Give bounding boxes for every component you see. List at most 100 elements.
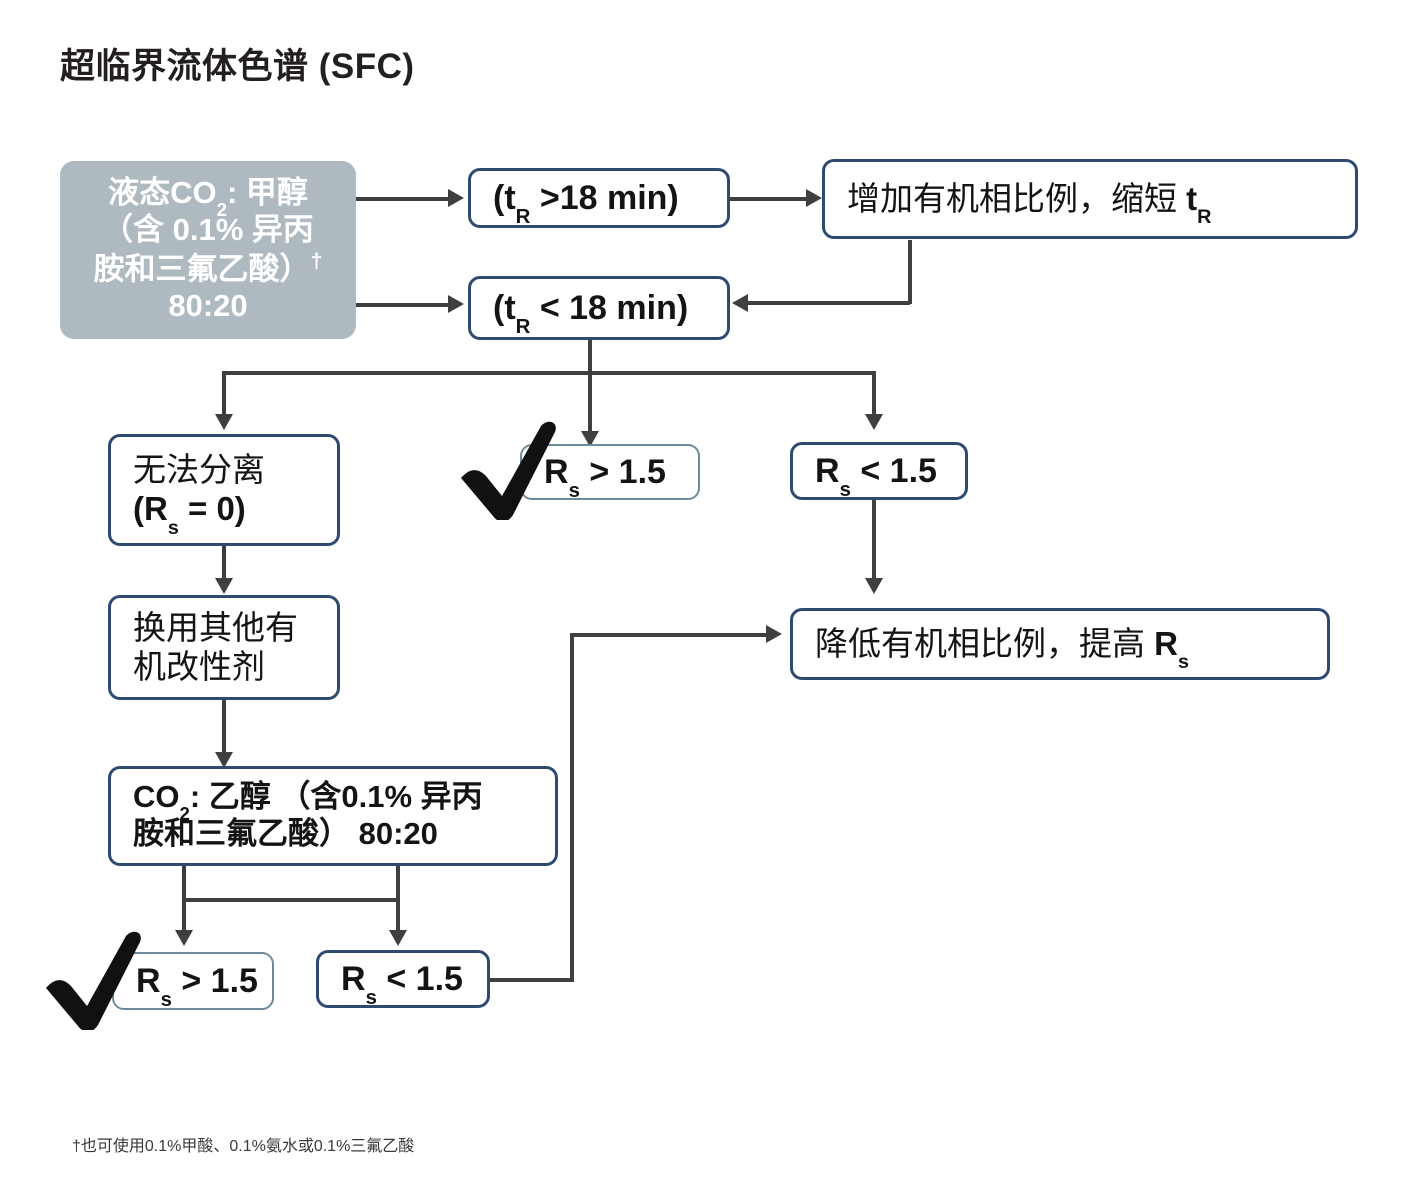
- start-line1-pre: 液态CO: [108, 175, 217, 211]
- rs-lt-bottom-sub: s: [365, 986, 377, 1009]
- connector-trgt-to-increase: [730, 197, 808, 201]
- arrowhead-switch-to-co2: [215, 752, 233, 768]
- start-line2: （含 0.1% 异丙: [102, 211, 314, 247]
- no-separation-line1: 无法分离: [133, 451, 265, 489]
- rs-gt-bottom-pre: R: [136, 961, 161, 1000]
- increase-organic-sub: R: [1197, 206, 1212, 229]
- tr-lt-sub: R: [515, 315, 531, 338]
- rs-lt-mid-text: Rs < 1.5: [815, 451, 965, 500]
- tr-gt-post: >18 min): [530, 178, 679, 217]
- tr-gt-pre: (t: [493, 178, 516, 217]
- arrowhead-nosep-to-switch: [215, 578, 233, 594]
- arrowhead-rslt-mid-to-decrease: [865, 578, 883, 594]
- rs-lt-mid-sub: s: [839, 478, 851, 501]
- tr-gt-sub: R: [515, 205, 531, 228]
- connector-bus-right-drop: [872, 371, 876, 416]
- arrowhead-increase-to-trlt: [732, 294, 748, 312]
- connector-bus-mid-drop: [588, 371, 592, 433]
- co2-ethanol-line2: 胺和三氟乙酸） 80:20: [133, 816, 438, 851]
- rs-lt-mid-post: < 1.5: [850, 451, 937, 490]
- switch-modifier-text: 换用其他有 机改性剂: [133, 609, 337, 687]
- start-line4-ratio: 80:20: [168, 288, 248, 324]
- rs-lt-bottom-text: Rs < 1.5: [341, 959, 487, 1008]
- rs-lt-bottom-pre: R: [341, 959, 366, 998]
- rs-gt-bottom-text: Rs > 1.5: [136, 961, 272, 1010]
- switch-modifier-line2: 机改性剂: [133, 647, 265, 685]
- no-separation-line2-post: = 0): [178, 490, 246, 527]
- connector-bottom-left-drop: [182, 898, 186, 934]
- check-mark-icon-mid: [461, 421, 556, 520]
- start-dagger-marker: †: [310, 248, 323, 274]
- rs-lt-mid-pre: R: [815, 451, 840, 490]
- rs-lt-bottom-post: < 1.5: [376, 959, 463, 998]
- arrowhead-to-rs-gt-bottom: [175, 930, 193, 946]
- connector-switch-to-co2: [222, 699, 226, 757]
- check-mark-icon-bottom: [46, 931, 141, 1030]
- arrowhead-trgt-to-increase: [806, 189, 822, 207]
- start-box-text: 液态CO2: 甲醇 （含 0.1% 异丙 胺和三氟乙酸）† 80:20: [60, 175, 356, 325]
- tr-lt-text: (tR < 18 min): [493, 288, 727, 337]
- tr-lt-pre: (t: [493, 288, 516, 327]
- increase-organic-pre: 增加有机相比例，缩短: [847, 179, 1187, 217]
- node-start-mobile-phase[interactable]: 液态CO2: 甲醇 （含 0.1% 异丙 胺和三氟乙酸）† 80:20: [60, 161, 356, 339]
- co2-ethanol-line1-sub: 2: [179, 803, 190, 825]
- connector-start-to-tr-lt: [356, 303, 450, 307]
- increase-organic-bold: t: [1186, 179, 1198, 217]
- connector-bottom-right-drop: [396, 866, 400, 934]
- co2-ethanol-line1-pre: CO: [133, 779, 180, 815]
- node-increase-organic-ratio[interactable]: 增加有机相比例，缩短 tR: [822, 159, 1358, 239]
- node-rs-less-bottom[interactable]: Rs < 1.5: [316, 950, 490, 1008]
- start-line1-post: : 甲醇: [226, 175, 308, 211]
- co2-ethanol-text: CO2: 乙醇 （含0.1% 异丙 胺和三氟乙酸） 80:20: [133, 779, 555, 852]
- rs-gt-bottom-post: > 1.5: [171, 961, 258, 1000]
- co2-ethanol-line1-post: : 乙醇 （含0.1% 异丙: [189, 779, 483, 815]
- rs-gt-bottom-sub: s: [160, 988, 172, 1011]
- node-rs-less-mid[interactable]: Rs < 1.5: [790, 442, 968, 500]
- no-separation-line2-pre: (R: [133, 490, 168, 527]
- arrowhead-to-decrease-left: [766, 625, 782, 643]
- rs-gt-mid-sub: s: [568, 479, 580, 502]
- node-tr-greater-18[interactable]: (tR >18 min): [468, 168, 730, 228]
- arrowhead-start-to-tr-lt: [448, 295, 464, 313]
- decrease-organic-pre: 降低有机相比例，提高: [815, 624, 1155, 662]
- arrowhead-bus-to-no-separation: [215, 414, 233, 430]
- switch-modifier-line1: 换用其他有: [133, 608, 298, 646]
- arrowhead-bus-to-rs-gt-mid: [581, 431, 599, 447]
- connector-co2-left-drop-top: [182, 866, 186, 900]
- rs-gt-mid-pre: R: [544, 452, 569, 491]
- start-line1-sub: 2: [216, 198, 227, 220]
- increase-organic-text: 增加有机相比例，缩短 tR: [847, 179, 1355, 227]
- connector-nosep-to-switch: [222, 545, 226, 583]
- node-switch-modifier[interactable]: 换用其他有 机改性剂: [108, 595, 340, 700]
- rs-gt-mid-post: > 1.5: [579, 452, 666, 491]
- node-rs-greater-bottom[interactable]: Rs > 1.5: [112, 952, 274, 1010]
- page-title: 超临界流体色谱 (SFC): [60, 47, 415, 86]
- decrease-organic-sub: s: [1178, 651, 1190, 674]
- node-rs-greater-mid[interactable]: Rs > 1.5: [520, 444, 700, 501]
- connector-rslt-bottom-up: [570, 633, 574, 982]
- footnote-text: †也可使用0.1%甲酸、0.1%氨水或0.1%三氟乙酸: [72, 1138, 415, 1155]
- connector-trlt-stub: [588, 340, 592, 374]
- connector-branch-bus: [222, 371, 874, 375]
- arrowhead-bus-to-rs-lt-mid: [865, 414, 883, 430]
- decrease-organic-text: 降低有机相比例，提高 Rs: [815, 624, 1327, 672]
- node-decrease-organic-ratio[interactable]: 降低有机相比例，提高 Rs: [790, 608, 1330, 680]
- rs-gt-mid-text: Rs > 1.5: [544, 452, 698, 501]
- no-separation-text: 无法分离 (Rs = 0): [133, 451, 337, 537]
- decrease-organic-bold: R: [1154, 624, 1179, 662]
- arrowhead-start-to-tr-gt: [448, 189, 464, 207]
- arrowhead-to-rs-lt-bottom: [389, 930, 407, 946]
- connector-rslt-mid-down: [872, 498, 876, 582]
- tr-lt-post: < 18 min): [530, 288, 689, 327]
- node-tr-less-18[interactable]: (tR < 18 min): [468, 276, 730, 340]
- no-separation-line2-sub: s: [167, 516, 179, 539]
- start-line3: 胺和三氟乙酸）: [93, 251, 311, 287]
- tr-gt-text: (tR >18 min): [493, 178, 727, 227]
- connector-rslt-bottom-right: [488, 978, 574, 982]
- connector-rslt-bottom-into-decrease: [570, 633, 768, 637]
- connector-increase-left: [748, 301, 910, 305]
- node-no-separation[interactable]: 无法分离 (Rs = 0): [108, 434, 340, 546]
- connector-increase-down: [908, 240, 912, 304]
- node-co2-ethanol[interactable]: CO2: 乙醇 （含0.1% 异丙 胺和三氟乙酸） 80:20: [108, 766, 558, 866]
